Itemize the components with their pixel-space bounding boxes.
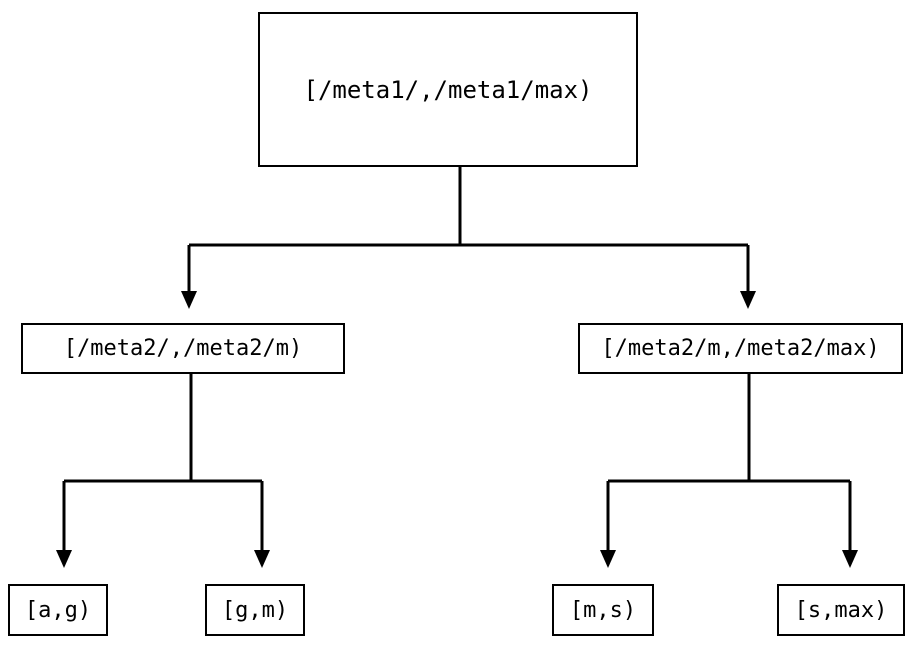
arrowhead-mid-left-to-leaf2 bbox=[254, 550, 270, 568]
node-root-label: [/meta1/,/meta1/max) bbox=[303, 75, 593, 104]
node-mid-right[interactable]: [/meta2/m,/meta2/max) bbox=[578, 323, 903, 374]
arrowhead-mid-right-to-leaf4 bbox=[842, 550, 858, 568]
node-leaf-1[interactable]: [a,g) bbox=[8, 584, 108, 636]
node-leaf-2[interactable]: [g,m) bbox=[205, 584, 305, 636]
arrowhead-root-to-mid-right bbox=[740, 291, 756, 309]
node-mid-left-label: [/meta2/,/meta2/m) bbox=[63, 336, 303, 361]
arrowhead-mid-right-to-leaf3 bbox=[600, 550, 616, 568]
node-leaf-4-label: [s,max) bbox=[794, 597, 888, 623]
node-mid-left[interactable]: [/meta2/,/meta2/m) bbox=[21, 323, 345, 374]
node-root[interactable]: [/meta1/,/meta1/max) bbox=[258, 12, 638, 167]
arrowhead-root-to-mid-left bbox=[181, 291, 197, 309]
arrowhead-mid-left-to-leaf1 bbox=[56, 550, 72, 568]
node-leaf-4[interactable]: [s,max) bbox=[777, 584, 905, 636]
node-leaf-3-label: [m,s) bbox=[569, 597, 637, 623]
node-mid-right-label: [/meta2/m,/meta2/max) bbox=[601, 336, 880, 361]
node-leaf-2-label: [g,m) bbox=[221, 597, 289, 623]
node-leaf-1-label: [a,g) bbox=[24, 597, 92, 623]
node-leaf-3[interactable]: [m,s) bbox=[552, 584, 654, 636]
